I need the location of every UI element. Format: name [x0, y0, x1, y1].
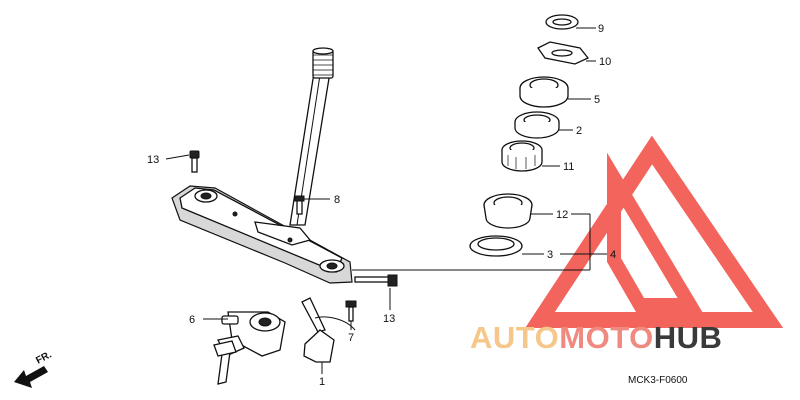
svg-text:AUTOMOTOHUB: AUTOMOTOHUB: [470, 320, 722, 355]
callout-13-right: 13: [383, 313, 395, 325]
callouts: 9 10 5 2 11 13 8 12 3 4 6 13 7 1: [147, 23, 616, 388]
bearing-stack: [469, 14, 596, 257]
watermark-word-hub: HUB: [654, 320, 723, 355]
front-direction-arrow-icon: FR.: [14, 349, 54, 388]
bolt-left: [165, 150, 200, 173]
callout-5: 5: [594, 94, 600, 106]
direction-label: FR.: [34, 349, 54, 366]
bracket-1: [301, 297, 356, 374]
bolt-8: [294, 195, 330, 215]
callout-1: 1: [319, 376, 325, 388]
ignition-switch: [203, 311, 286, 385]
callout-2: 2: [576, 125, 582, 137]
callout-10: 10: [599, 56, 611, 68]
callout-bracket: [352, 213, 607, 271]
callout-8: 8: [334, 194, 340, 206]
drawing-code: MCK3-F0600: [628, 375, 688, 386]
callout-3: 3: [547, 249, 553, 261]
watermark-word-moto: MOTO: [559, 320, 653, 355]
callout-4: 4: [610, 249, 616, 261]
watermark-triangle-icon: [525, 135, 784, 328]
watermark-word-auto: AUTO: [470, 320, 559, 355]
callout-7: 7: [348, 332, 354, 344]
callout-9: 9: [598, 23, 604, 35]
bolt-long: [354, 274, 398, 310]
watermark-wordmark: AUTOMOTOHUB: [470, 320, 722, 355]
callout-13-left: 13: [147, 154, 159, 166]
callout-6: 6: [189, 314, 195, 326]
callout-12: 12: [556, 209, 568, 221]
callout-11: 11: [563, 161, 574, 173]
steering-stem: [171, 47, 353, 284]
